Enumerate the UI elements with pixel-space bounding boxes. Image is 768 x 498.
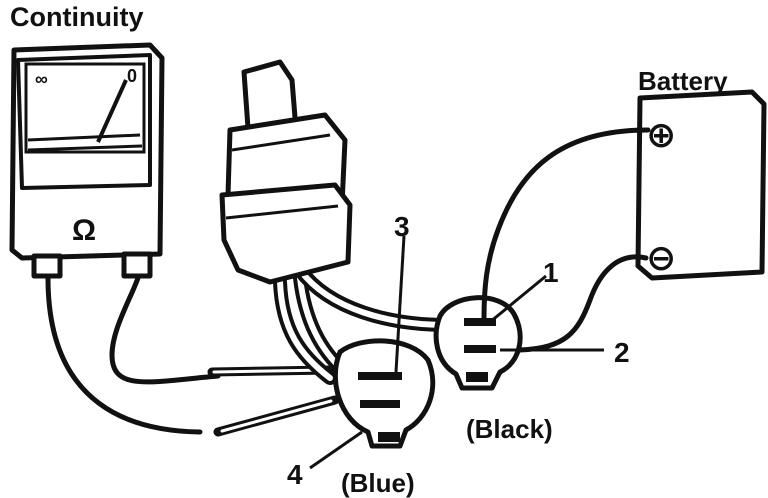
ohm-symbol: Ω (72, 214, 96, 247)
continuity-label: Continuity (10, 2, 143, 32)
meter-scale-zero: 0 (127, 66, 137, 86)
black-connector-tab (466, 372, 488, 382)
blue-terminal-4 (360, 400, 400, 408)
callout-1: 1 (543, 257, 559, 288)
callout-lines (309, 235, 604, 470)
meter-needle (96, 79, 128, 143)
blue-terminal-3 (358, 372, 402, 380)
callout-4: 4 (287, 459, 303, 490)
relay-unit (219, 59, 455, 385)
blue-connector-tab (378, 432, 400, 442)
black-connector (433, 295, 523, 391)
blue-connector (332, 338, 436, 449)
battery-label: Battery (638, 66, 728, 96)
black-connector-label: (Black) (466, 414, 553, 444)
battery: ⊕ ⊖ (635, 89, 767, 281)
ohmmeter: ∞ 0 Ω (9, 42, 165, 279)
blue-connector-label: (Blue) (341, 468, 415, 498)
meter-jack-left (31, 253, 63, 279)
battery-leads (481, 127, 651, 353)
black-terminal-1 (464, 318, 496, 326)
black-terminal-2 (464, 345, 496, 353)
callout-2: 2 (614, 337, 630, 368)
callout-3: 3 (394, 211, 410, 242)
meter-leads (45, 275, 340, 437)
battery-negative-terminal: ⊖ (646, 237, 676, 278)
meter-jack-right (121, 251, 153, 279)
battery-positive-terminal: ⊕ (646, 114, 676, 155)
meter-scale-infinity: ∞ (35, 69, 48, 89)
